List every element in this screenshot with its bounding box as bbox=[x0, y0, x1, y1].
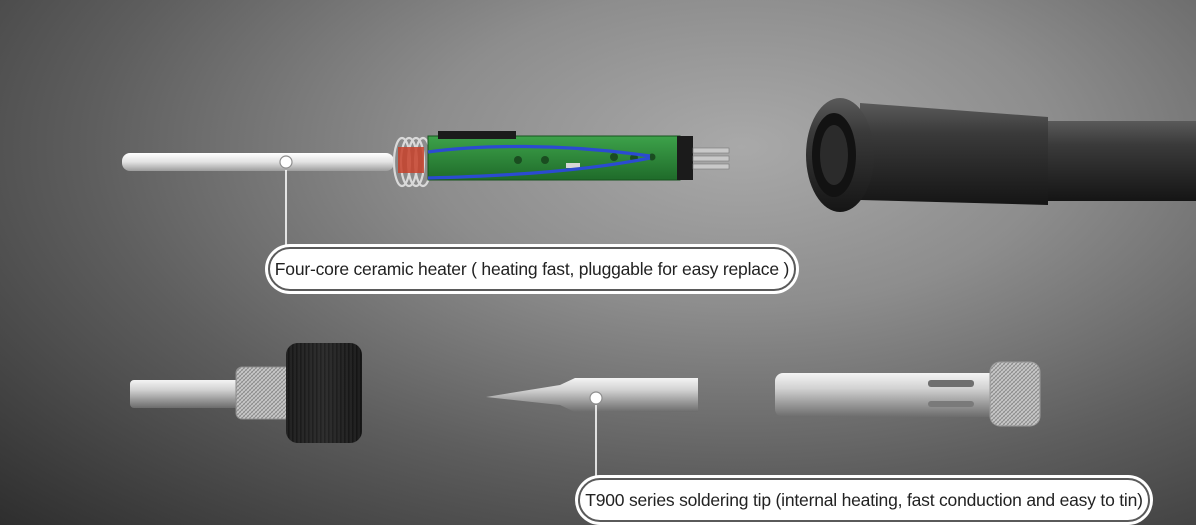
callout-heater-label: Four-core ceramic heater ( heating fast,… bbox=[268, 247, 796, 291]
heater-red-band bbox=[398, 147, 424, 173]
connector-block bbox=[677, 136, 693, 180]
handle-body bbox=[806, 98, 1196, 212]
pcb-component bbox=[566, 163, 580, 168]
knurled-grip bbox=[235, 366, 293, 420]
t900-soldering-tip bbox=[486, 378, 698, 412]
callout-leader-heater bbox=[279, 155, 293, 249]
pcb-black-strip bbox=[438, 131, 516, 139]
tip-sleeve-with-nut bbox=[130, 343, 362, 443]
ceramic-heater-assembly bbox=[122, 131, 730, 188]
wire-blue-lower bbox=[427, 156, 651, 180]
heating-sleeve bbox=[775, 361, 1041, 427]
wire-blue-upper bbox=[427, 144, 651, 158]
ceramic-heater-rod bbox=[122, 153, 394, 171]
sleeve-knurled-end bbox=[989, 361, 1041, 427]
connector-pins bbox=[692, 147, 730, 170]
callout-tip-label: T900 series soldering tip (internal heat… bbox=[578, 478, 1150, 522]
